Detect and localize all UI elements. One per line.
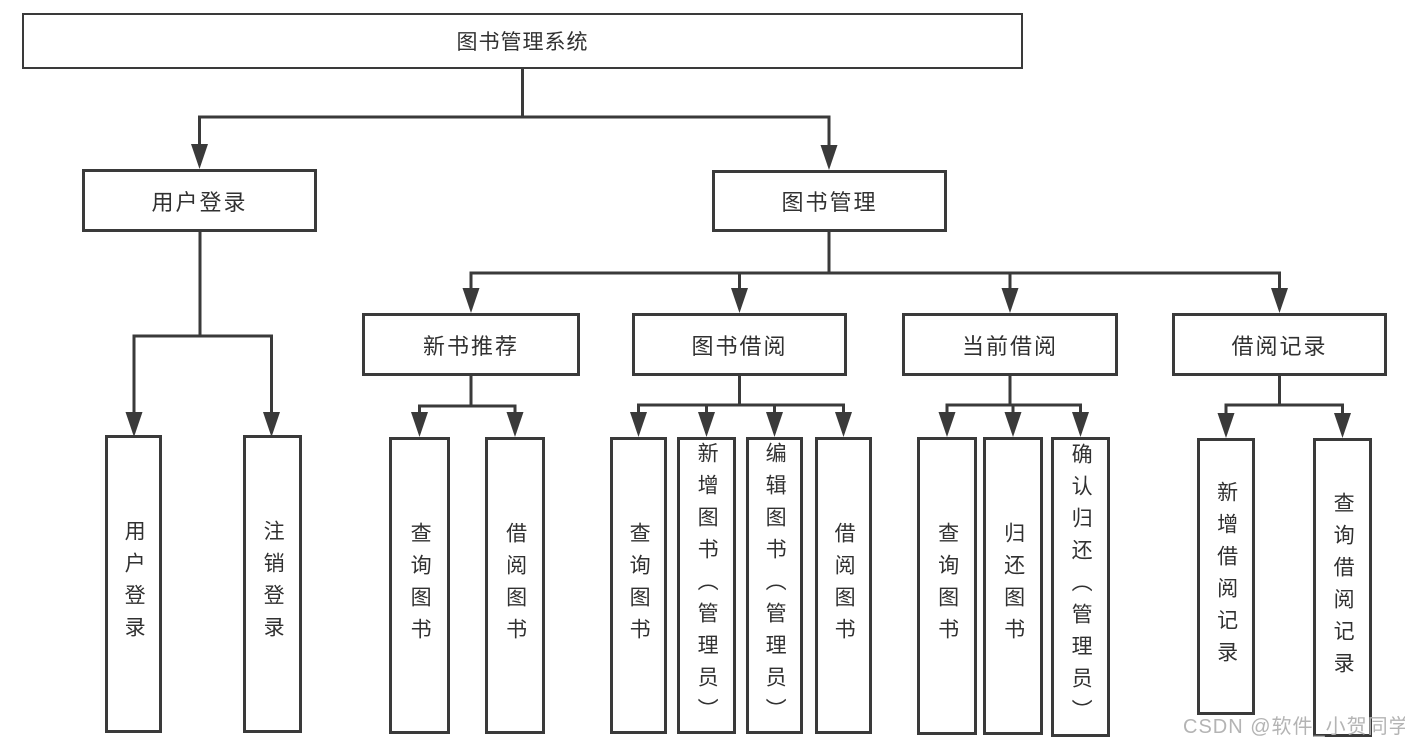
connector-book-mgmt-bus xyxy=(469,271,1281,309)
node-borrow-records: 借阅记录 xyxy=(1172,313,1387,376)
leaf-confirm-return-admin: 确认归还（管理员） xyxy=(1051,437,1110,737)
leaf-query-books-2-label: 查询图书 xyxy=(627,521,651,650)
arrow-to-book-mgmt xyxy=(820,145,838,170)
leaf-return-books: 归还图书 xyxy=(983,437,1043,735)
leaf-edit-book-admin: 编辑图书（管理员） xyxy=(746,437,803,734)
node-new-book-recommend: 新书推荐 xyxy=(362,313,580,376)
arrow-to-borrow-records xyxy=(1271,288,1288,313)
arrow-to-leaf-query-1 xyxy=(411,412,428,437)
node-root-library-system: 图书管理系统 xyxy=(22,13,1023,69)
node-book-borrow-label: 图书借阅 xyxy=(691,333,788,359)
arrowheads xyxy=(125,144,1351,438)
arrow-to-book-borrow xyxy=(731,288,748,313)
node-user-login-label: 用户登录 xyxy=(151,189,248,215)
leaf-query-books-1-label: 查询图书 xyxy=(408,521,432,650)
connector-user-login-bus xyxy=(132,334,273,433)
node-root-label: 图书管理系统 xyxy=(456,31,589,54)
leaf-add-borrow-record: 新增借阅记录 xyxy=(1197,438,1255,715)
arrow-to-leaf-add-book xyxy=(698,412,715,437)
leaf-query-books-2: 查询图书 xyxy=(610,437,667,734)
node-current-borrow-label: 当前借阅 xyxy=(961,333,1058,359)
leaf-edit-book-admin-label: 编辑图书（管理员） xyxy=(763,441,787,730)
arrow-to-user-login xyxy=(191,144,208,169)
csdn-watermark: CSDN @软件_小贺同学 xyxy=(1183,716,1405,738)
leaf-add-book-admin-label: 新增图书（管理员） xyxy=(695,441,719,730)
leaf-query-borrow-record: 查询借阅记录 xyxy=(1313,438,1372,737)
leaf-query-books-3-label: 查询图书 xyxy=(935,522,959,650)
arrow-to-leaf-user-login xyxy=(125,412,143,437)
node-user-login: 用户登录 xyxy=(82,169,317,232)
leaf-query-books-1: 查询图书 xyxy=(389,437,450,734)
connector-book-borrow-bus xyxy=(637,403,845,433)
arrow-to-leaf-add-record xyxy=(1217,413,1235,438)
node-book-management: 图书管理 xyxy=(712,170,947,232)
node-book-borrow: 图书借阅 xyxy=(632,313,847,376)
node-current-borrow: 当前借阅 xyxy=(902,313,1118,376)
arrow-to-leaf-borrow-2 xyxy=(835,412,852,437)
leaf-confirm-return-admin-label: 确认归还（管理员） xyxy=(1069,443,1093,731)
arrow-to-leaf-query-2 xyxy=(630,412,647,437)
connector-root-bus xyxy=(198,115,831,166)
arrow-to-leaf-confirm-return xyxy=(1072,412,1089,437)
leaf-borrow-books-1-label: 借阅图书 xyxy=(503,521,527,650)
arrow-to-leaf-edit-book xyxy=(766,412,783,437)
leaf-logout: 注销登录 xyxy=(243,435,302,733)
arrow-to-new-book xyxy=(462,288,480,313)
leaf-return-books-label: 归还图书 xyxy=(1001,522,1025,650)
leaf-logout-label: 注销登录 xyxy=(261,520,285,648)
leaf-query-books-3: 查询图书 xyxy=(917,437,977,735)
node-new-book-recommend-label: 新书推荐 xyxy=(422,333,519,359)
leaf-add-book-admin: 新增图书（管理员） xyxy=(677,437,736,734)
node-book-management-label: 图书管理 xyxy=(781,190,878,215)
arrow-to-leaf-logout xyxy=(263,412,280,437)
arrow-to-leaf-return xyxy=(1004,412,1022,437)
arrow-to-leaf-query-record xyxy=(1334,413,1351,438)
leaf-user-login: 用户登录 xyxy=(105,435,162,733)
connector-borrow-records-bus xyxy=(1224,403,1344,434)
arrow-to-current-borrow xyxy=(1001,288,1019,313)
arrow-to-leaf-borrow-1 xyxy=(506,412,524,437)
leaf-add-borrow-record-label: 新增借阅记录 xyxy=(1214,480,1238,673)
node-borrow-records-label: 借阅记录 xyxy=(1231,333,1328,359)
leaf-query-borrow-record-label: 查询借阅记录 xyxy=(1331,491,1355,684)
leaf-borrow-books-1: 借阅图书 xyxy=(485,437,545,734)
connector-new-book-bus xyxy=(418,404,517,433)
arrow-to-leaf-query-3 xyxy=(938,412,956,437)
leaf-borrow-books-2-label: 借阅图书 xyxy=(832,521,856,650)
leaf-user-login-label: 用户登录 xyxy=(122,520,146,648)
leaf-borrow-books-2: 借阅图书 xyxy=(815,437,872,734)
